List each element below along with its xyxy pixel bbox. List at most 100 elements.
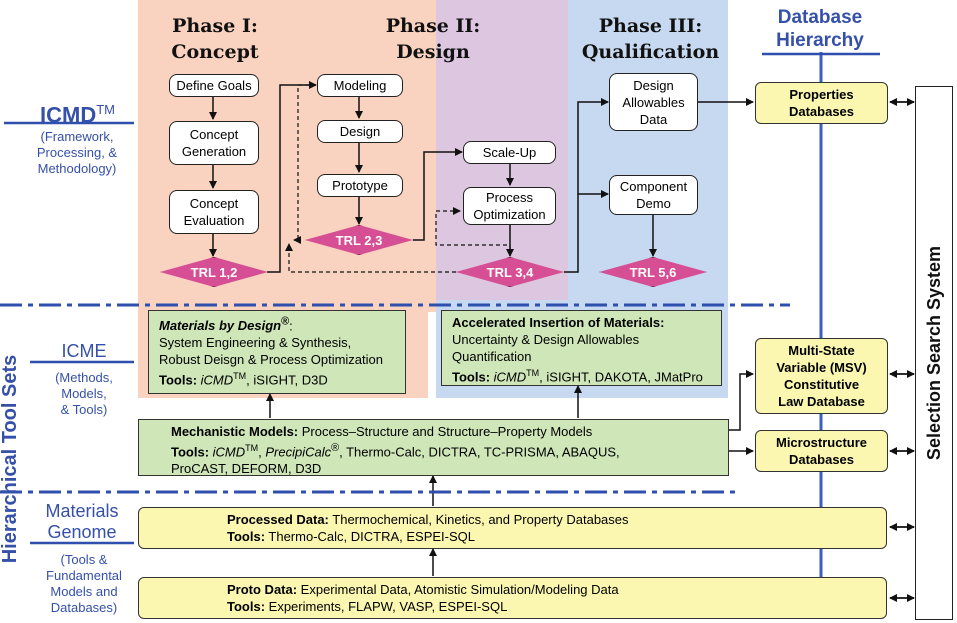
genome-sublabel: (Tools & Fundamental Models and Database… [34,552,134,616]
process-optimization-line1: Process [486,190,533,205]
phase1-title-line2: Concept [171,41,259,63]
trl-1-2-text: TRL 1,2 [190,264,238,280]
mech-tools-rest: , Thermo-Calc, DICTRA, TC-PRISMA, ABAQUS… [339,444,620,460]
mech-tools-label: Tools: [171,444,210,460]
mechanistic-models-box: Mechanistic Models: Process–Structure an… [138,419,729,476]
proto-tools-rest: Experiments, FLAPW, VASP, ESPEI-SQL [265,599,508,614]
selection-search-system-box [915,86,953,620]
processed-tools-line: Tools: Thermo-Calc, DICTRA, ESPEI-SQL [227,528,886,545]
mbd-tools-label: Tools: [159,372,198,388]
selection-search-system-label: Selection Search System [924,245,944,461]
mbd-reg: ® [281,316,290,328]
aim-tools-line: Tools: iCMDTM, iSIGHT, DAKOTA, JMatPro [452,365,711,385]
define-goals-box: Define Goals [169,74,259,97]
proto-tools-line: Tools: Experiments, FLAPW, VASP, ESPEI-S… [227,598,886,615]
processed-tools-label: Tools: [227,529,266,544]
mbd-title-line: Materials by Design®: [159,316,293,334]
mbd-title: Materials by Design [159,318,282,334]
concept-evaluation-line2: Evaluation [183,213,245,228]
concept-evaluation-line1: Concept [189,196,239,211]
concept-generation-line2: Generation [181,144,247,159]
database-hierarchy-title: Database Hierarchy [740,6,900,52]
genome-label-line2: Genome [47,522,117,542]
micro-db-line1: Microstructure [775,435,868,450]
icme-label-text: ICME [61,341,107,361]
concept-evaluation-box: Concept Evaluation [169,190,259,234]
design-box: Design [317,120,403,143]
genome-label-line1: Materials [45,501,119,521]
icmd-label-text: ICMD [40,102,97,128]
component-demo-box: Component Demo [609,175,698,215]
phase3-title-line1: Phase III: [598,15,703,37]
msv-db-line3: Constitutive [783,377,860,392]
design-allowables-line1: Design [633,77,674,93]
genome-label: Materials Genome [30,501,134,543]
properties-db-line2: Databases [788,104,855,119]
icme-sub3: & Tools) [60,402,108,417]
aim-tools-label: Tools: [452,369,491,385]
processed-title-rest: Thermochemical, Kinetics, and Property D… [328,512,629,527]
genome-sub1: (Tools & [60,552,108,567]
icmd-sub3: Methodology) [37,161,117,176]
mech-tools-precipi: PrecipiCalc [265,444,332,460]
processed-title: Processed Data: [227,512,329,527]
mech-title-line: Mechanistic Models: Process–Structure an… [171,423,718,440]
properties-databases-box: Properties Databases [755,82,888,124]
trl-5-6-diamond: TRL 5,6 [599,257,707,287]
concept-generation-line1: Concept [189,127,239,142]
phase2-title-line2: Design [396,41,470,63]
mbd-tools-icmd: iCMD [200,372,234,388]
design-allowables-line3: Data [639,111,668,127]
accelerated-insertion-box: Accelerated Insertion of Materials: Unce… [441,310,722,386]
modeling-box: Modeling [317,74,403,97]
database-hierarchy-line1: Database [777,7,863,28]
scaleup-box: Scale-Up [463,141,556,164]
aim-line3: Quantification [452,349,532,364]
component-demo-line2: Demo [636,196,671,211]
icmd-tm: TM [96,102,115,117]
icmd-label: ICMDTM [20,98,135,127]
mech-tools-reg: ® [331,442,340,454]
aim-tools-rest: , iSIGHT, DAKOTA, JMatPro [539,369,703,385]
phase3-title: Phase III: Qualification [578,13,723,65]
genome-sub4: Databases) [50,600,118,615]
phase1-title: Phase I: Concept [150,13,280,65]
mech-tools-tm: TM [245,443,259,453]
mbd-line2: System Engineering & Synthesis, [159,335,352,351]
icme-sub2: Models, [61,386,107,401]
trl-2-3-text: TRL 2,3 [335,232,383,248]
component-demo-line1: Component [619,179,688,194]
mech-line3: ProCAST, DEFORM, D3D [171,461,322,477]
icme-sub1: (Methods, [55,370,113,385]
aim-line2: Uncertainty & Design Allowables [452,332,640,347]
icmd-sub2: Processing, & [36,145,118,160]
process-optimization-line2: Optimization [473,207,546,222]
msv-db-line2: Variable (MSV) [776,360,867,375]
prototype-text: Prototype [332,178,388,193]
mbd-tools-rest: , iSIGHT, D3D [246,372,328,388]
design-allowables-line2: Allowables [622,94,685,110]
properties-db-line1: Properties [789,87,854,102]
mbd-line3: Robust Deisgn & Process Optimization [159,352,383,368]
proto-title-line: Proto Data: Experimental Data, Atomistic… [227,581,886,598]
trl-3-4-diamond: TRL 3,4 [456,257,564,287]
mech-tools-sep: , [258,444,266,460]
proto-data-box: Proto Data: Experimental Data, Atomistic… [138,577,887,619]
mbd-tools-line: Tools: iCMDTM, iSIGHT, D3D [159,368,395,388]
icmd-sublabel: (Framework, Processing, & Methodology) [22,129,132,177]
icme-sublabel: (Methods, Models, & Tools) [38,370,130,418]
proto-title: Proto Data: [227,582,298,597]
design-text: Design [339,124,381,139]
aim-tools-tm: TM [526,368,540,378]
aim-title: Accelerated Insertion of Materials: [452,315,665,330]
msv-database-box: Multi-State Variable (MSV) Constitutive … [755,338,888,414]
icmd-sub1: (Framework, [40,129,114,144]
processed-title-line: Processed Data: Thermochemical, Kinetics… [227,511,886,528]
trl-3-4-text: TRL 3,4 [486,264,534,280]
proto-title-rest: Experimental Data, Atomistic Simulation/… [297,582,619,597]
materials-by-design-box: Materials by Design®: System Engineering… [148,310,406,394]
msv-db-line1: Multi-State [788,343,855,358]
database-hierarchy-line2: Hierarchy [776,30,864,51]
hierarchical-tool-sets-label: Hierarchical Tool Sets [0,354,21,564]
